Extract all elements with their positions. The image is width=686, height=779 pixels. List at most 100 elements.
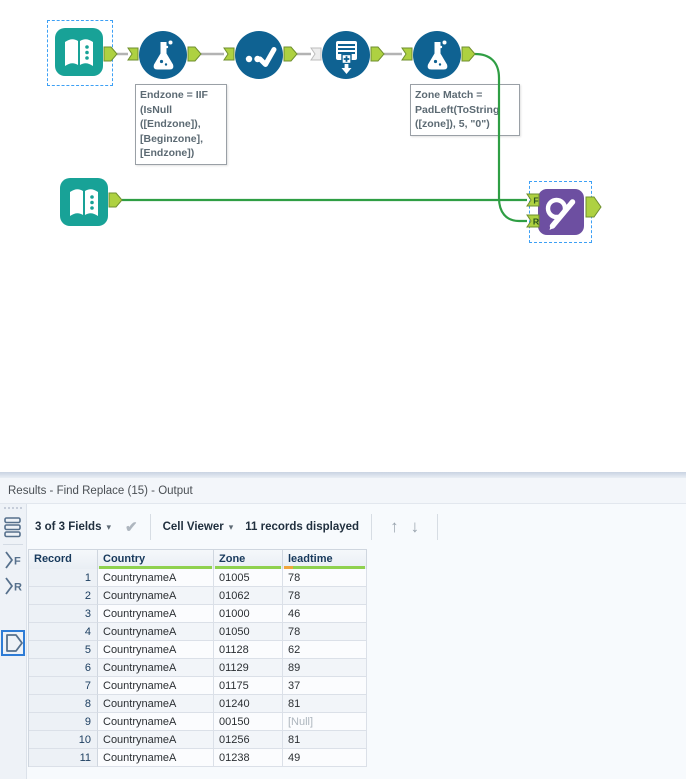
- fields-dropdown[interactable]: 3 of 3 Fields: [35, 520, 102, 533]
- record-number-cell[interactable]: 10: [29, 731, 98, 749]
- rail-f-label: F: [14, 556, 21, 568]
- data-quality-bar: [99, 566, 212, 569]
- data-cell[interactable]: CountrynameA: [98, 569, 214, 587]
- data-cell[interactable]: 81: [283, 731, 367, 749]
- apply-check-icon[interactable]: ✔: [125, 518, 138, 536]
- data-cell[interactable]: 01128: [214, 641, 283, 659]
- column-header[interactable]: Zone: [214, 549, 283, 569]
- tool-formula-2[interactable]: [413, 31, 461, 79]
- records-displayed-label: 11 records displayed: [245, 520, 360, 533]
- tool-unique-1[interactable]: [235, 31, 283, 79]
- data-cell[interactable]: CountrynameA: [98, 605, 214, 623]
- annotation-formula-1[interactable]: Endzone = IIF (IsNull ([Endzone]), [Begi…: [135, 84, 227, 165]
- record-number-cell[interactable]: 8: [29, 695, 98, 713]
- data-cell[interactable]: 01175: [214, 677, 283, 695]
- anchor-r-icon[interactable]: R: [3, 575, 24, 597]
- data-cell[interactable]: 01238: [214, 749, 283, 767]
- anchor-f-icon[interactable]: F: [3, 549, 24, 571]
- tool-summarize-1[interactable]: [322, 31, 370, 79]
- results-rail: F R: [0, 504, 27, 779]
- tool-formula-1[interactable]: [139, 31, 187, 79]
- anchor-output-icon[interactable]: [4, 632, 25, 654]
- results-toolbar: 3 of 3 Fields ▾ ✔ Cell Viewer ▾ 11 recor…: [27, 504, 686, 549]
- data-cell[interactable]: CountrynameA: [98, 749, 214, 767]
- toolbar-separator: [437, 513, 439, 540]
- record-number-cell[interactable]: 3: [29, 605, 98, 623]
- drag-dots-handle[interactable]: [4, 507, 22, 510]
- data-cell[interactable]: 37: [283, 677, 367, 695]
- formula-icon: [153, 40, 174, 70]
- data-cell[interactable]: 00150: [214, 713, 283, 731]
- data-cell[interactable]: CountrynameA: [98, 695, 214, 713]
- data-cell[interactable]: 78: [283, 587, 367, 605]
- data-cell[interactable]: CountrynameA: [98, 641, 214, 659]
- data-cell[interactable]: 62: [283, 641, 367, 659]
- data-cell[interactable]: 78: [283, 623, 367, 641]
- data-cell[interactable]: CountrynameA: [98, 659, 214, 677]
- anchor-output-icon: [108, 192, 123, 208]
- data-cell[interactable]: CountrynameA: [98, 713, 214, 731]
- column-header[interactable]: Record: [29, 549, 98, 569]
- panel-splitter[interactable]: [0, 472, 686, 478]
- annotation-line: [Endzone]): [140, 147, 195, 160]
- summarize-icon: [336, 41, 357, 74]
- data-cell[interactable]: 01050: [214, 623, 283, 641]
- up-arrow-icon[interactable]: ↑: [390, 517, 399, 536]
- column-header[interactable]: leadtime: [283, 549, 367, 569]
- anchor-output-icon: [187, 46, 202, 62]
- data-cell[interactable]: 01129: [214, 659, 283, 677]
- data-cell[interactable]: CountrynameA: [98, 677, 214, 695]
- record-number-cell[interactable]: 1: [29, 569, 98, 587]
- record-number-cell[interactable]: 11: [29, 749, 98, 767]
- record-number-cell[interactable]: 4: [29, 623, 98, 641]
- input-data-icon: [70, 189, 98, 216]
- cell-viewer-dropdown[interactable]: Cell Viewer: [162, 520, 224, 533]
- data-cell[interactable]: 81: [283, 695, 367, 713]
- annotation-line: (IsNull: [140, 103, 173, 116]
- data-cell[interactable]: 01062: [214, 587, 283, 605]
- dropdown-caret-icon[interactable]: ▾: [228, 522, 234, 532]
- record-number-cell[interactable]: 6: [29, 659, 98, 677]
- data-cell[interactable]: 01240: [214, 695, 283, 713]
- workflow-canvas[interactable]: Endzone = IIF (IsNull ([Endzone]), [Begi…: [0, 0, 686, 472]
- data-cell[interactable]: CountrynameA: [98, 587, 214, 605]
- record-number-cell[interactable]: 9: [29, 713, 98, 731]
- data-cell[interactable]: 78: [283, 569, 367, 587]
- rail-output-selected-box: [1, 630, 25, 656]
- data-cell[interactable]: [Null]: [283, 713, 367, 731]
- dropdown-caret-icon[interactable]: ▾: [106, 522, 111, 532]
- unique-icon: [245, 47, 277, 67]
- data-cell[interactable]: 89: [283, 659, 367, 677]
- record-number-cell[interactable]: 5: [29, 641, 98, 659]
- column-header[interactable]: Country: [98, 549, 214, 569]
- data-cell[interactable]: 49: [283, 749, 367, 767]
- data-cell[interactable]: 01005: [214, 569, 283, 587]
- data-cell[interactable]: CountrynameA: [98, 731, 214, 749]
- tool-find-replace-15[interactable]: [538, 189, 584, 235]
- record-number-cell[interactable]: 2: [29, 587, 98, 605]
- annotation-formula-2[interactable]: Zone Match = PadLeft(ToString ([zone]), …: [410, 84, 520, 136]
- data-cell[interactable]: CountrynameA: [98, 623, 214, 641]
- data-cell[interactable]: 01000: [214, 605, 283, 623]
- data-cell[interactable]: 01256: [214, 731, 283, 749]
- tool-input-data-1[interactable]: [55, 28, 103, 76]
- data-cell[interactable]: 46: [283, 605, 367, 623]
- tool-input-data-2[interactable]: [60, 178, 108, 226]
- connections-all-icon[interactable]: [3, 516, 24, 538]
- annotation-line: ([Endzone]),: [140, 118, 201, 131]
- down-arrow-icon[interactable]: ↓: [410, 517, 420, 536]
- record-number-cell[interactable]: 7: [29, 677, 98, 695]
